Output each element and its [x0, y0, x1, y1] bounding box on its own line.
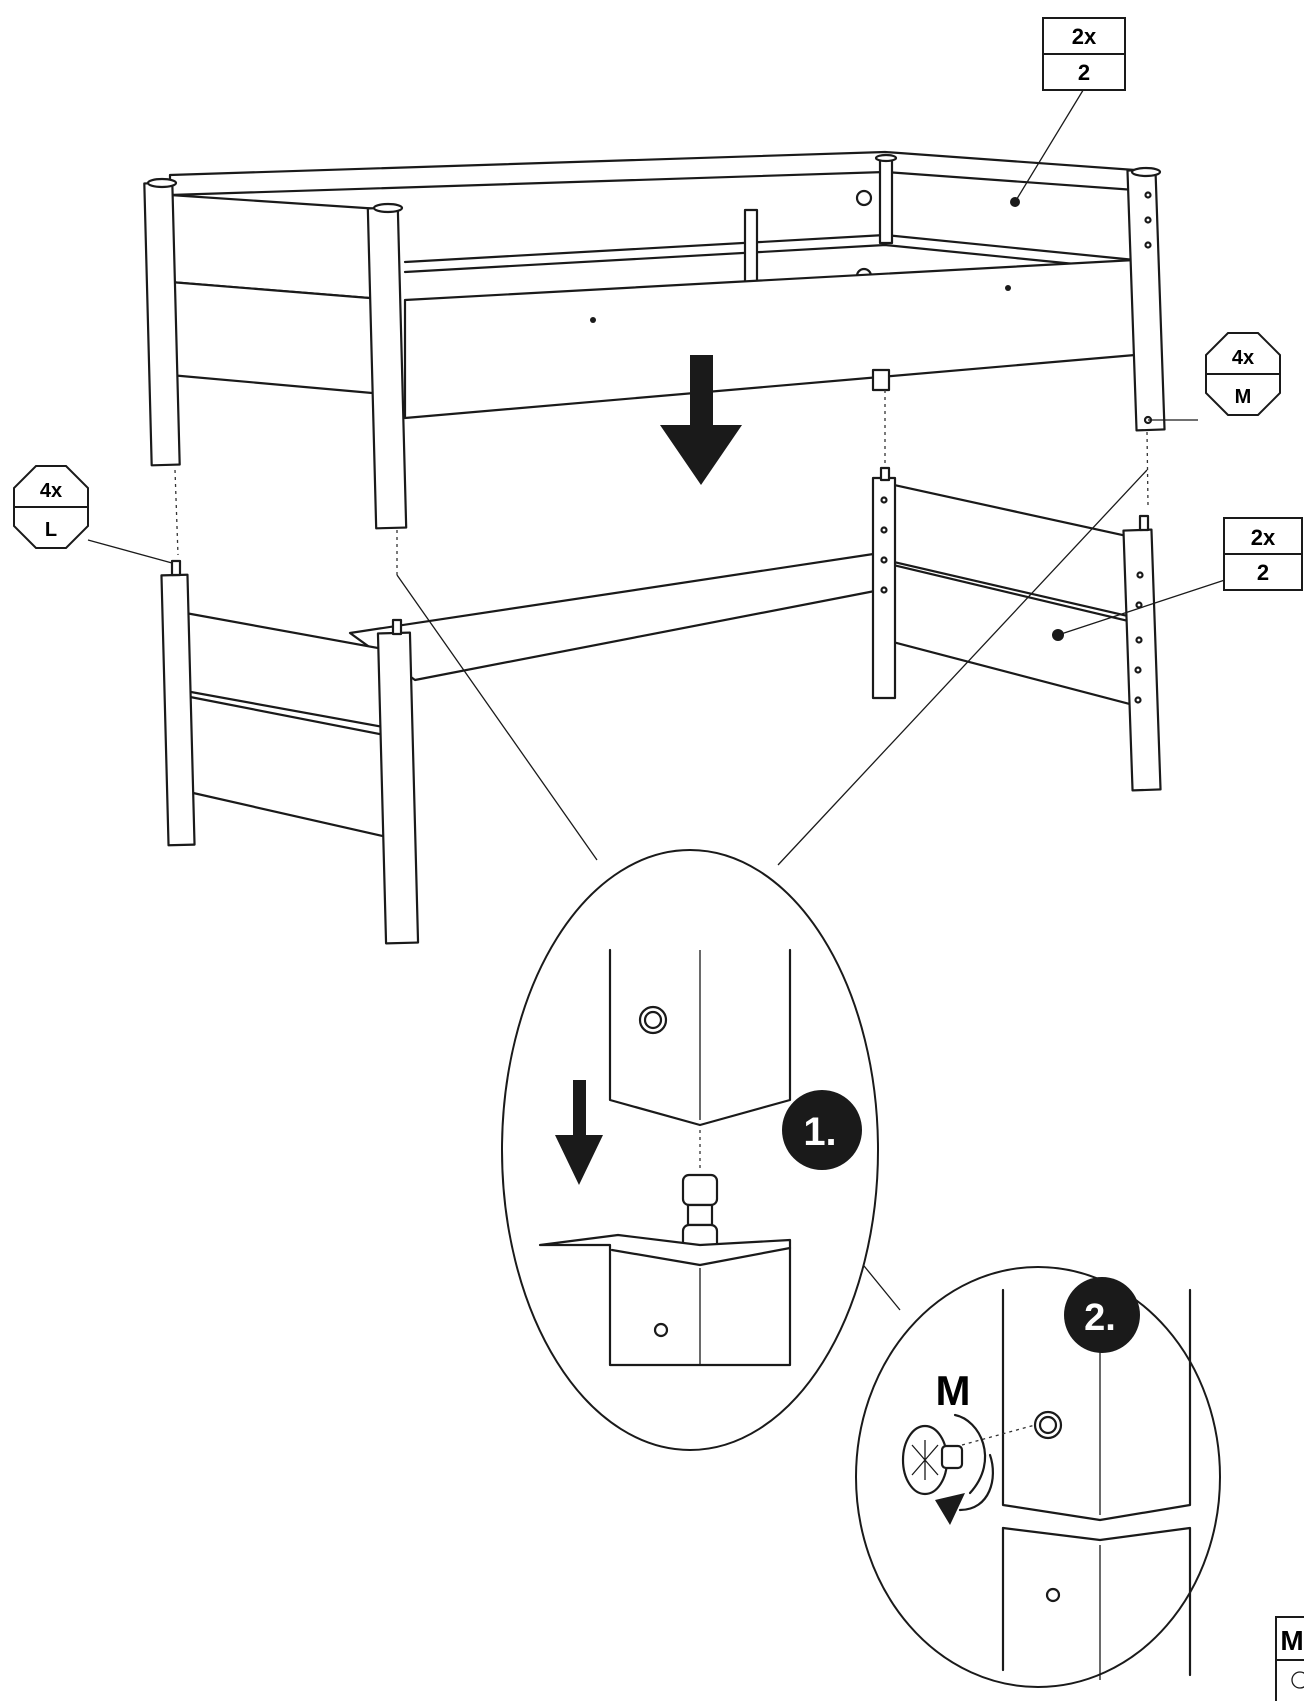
detail-circle-step-2: 2. M — [855, 1266, 1221, 1688]
callout-quantity: 2x — [1251, 525, 1276, 550]
hardware-callout-octagon-l: 4x L — [13, 465, 89, 549]
callout-quantity: 4x — [1232, 347, 1254, 369]
lower-arrow-icon — [660, 355, 742, 485]
alignment-lines — [174, 390, 1149, 575]
step-2-label: 2. — [1084, 1297, 1116, 1339]
callout-quantity: 4x — [40, 480, 62, 502]
part-callout-mid-right: 2x 2 — [1223, 517, 1303, 591]
screw-label: M — [936, 1367, 971, 1414]
upper-bed-frame — [143, 150, 1166, 530]
callout-part-number: 2 — [1078, 60, 1090, 85]
detail-circle-step-1: 1. — [501, 849, 879, 1451]
lower-bed-frame — [160, 191, 1162, 945]
hardware-reference-label: M — [1280, 1625, 1303, 1656]
hardware-callout-octagon-m: 4x M — [1205, 332, 1281, 416]
hardware-reference-box: M — [1275, 1616, 1304, 1701]
callout-part-letter: L — [45, 519, 57, 541]
callout-quantity: 2x — [1072, 24, 1097, 49]
step-1-label: 1. — [803, 1110, 836, 1154]
callout-part-letter: M — [1235, 386, 1252, 408]
part-callout-top-right: 2x 2 — [1042, 17, 1126, 91]
callout-part-number: 2 — [1257, 560, 1269, 585]
